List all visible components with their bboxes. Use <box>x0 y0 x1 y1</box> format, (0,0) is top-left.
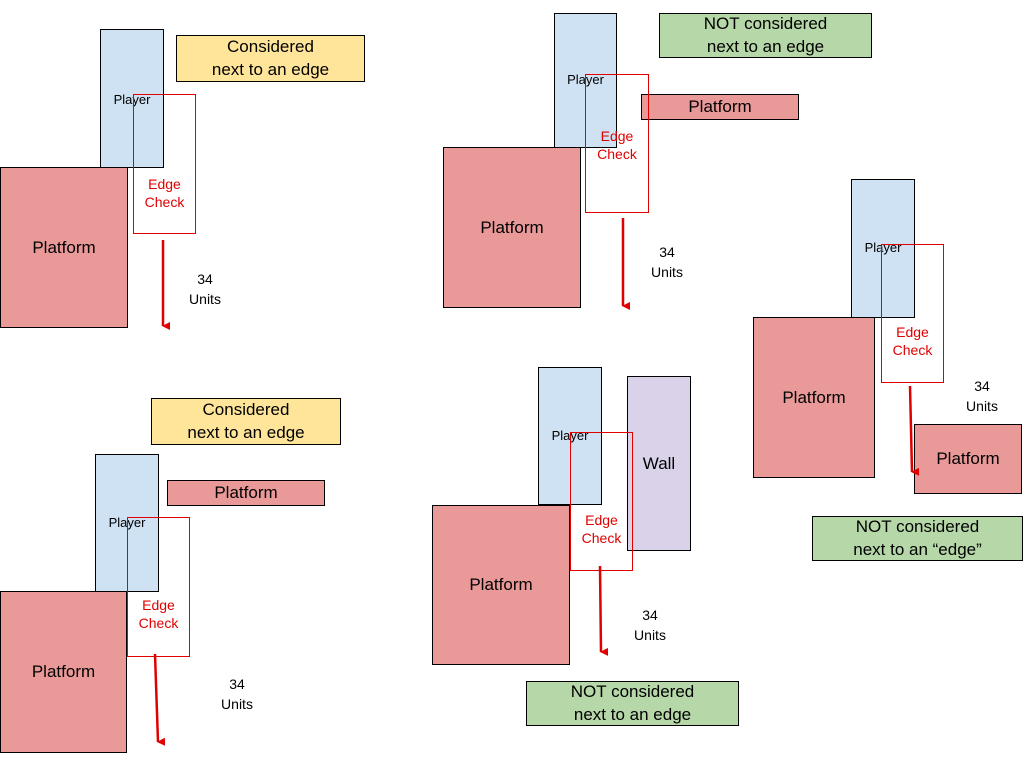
platform: Platform <box>167 480 325 506</box>
player: Player <box>851 179 915 318</box>
distance-label: 34 Units <box>221 676 253 712</box>
platform: Platform <box>641 94 799 120</box>
downward-check-arrow <box>908 385 920 476</box>
not-considered-caption: NOT considered next to an “edge” <box>812 516 1023 561</box>
not-considered-caption: NOT considered next to an edge <box>659 13 872 58</box>
edge-check: Edge Check <box>133 94 196 234</box>
distance-label: 34 Units <box>651 244 683 280</box>
platform: Platform <box>0 167 128 328</box>
considered-caption: Considered next to an edge <box>176 35 365 82</box>
considered-caption: Considered next to an edge <box>151 398 341 445</box>
platform: Platform <box>914 424 1022 494</box>
edge-check: Edge Check <box>570 432 633 571</box>
edge-check: Edge Check <box>127 517 190 657</box>
distance-label: 34 Units <box>966 378 998 414</box>
platform: Platform <box>432 505 570 665</box>
not-considered-caption: NOT considered next to an edge <box>526 681 739 726</box>
distance-label: 34 Units <box>634 607 666 643</box>
edge-check: Edge Check <box>881 244 944 383</box>
wall: Wall <box>627 376 691 551</box>
edge-check: Edge Check <box>585 74 649 213</box>
downward-check-arrow <box>153 653 166 746</box>
platform: Platform <box>0 591 127 753</box>
distance-label: 34 Units <box>189 271 221 307</box>
downward-check-arrow <box>598 565 609 656</box>
platform: Platform <box>753 317 875 478</box>
platform: Platform <box>443 147 581 308</box>
player: Player <box>100 29 164 168</box>
